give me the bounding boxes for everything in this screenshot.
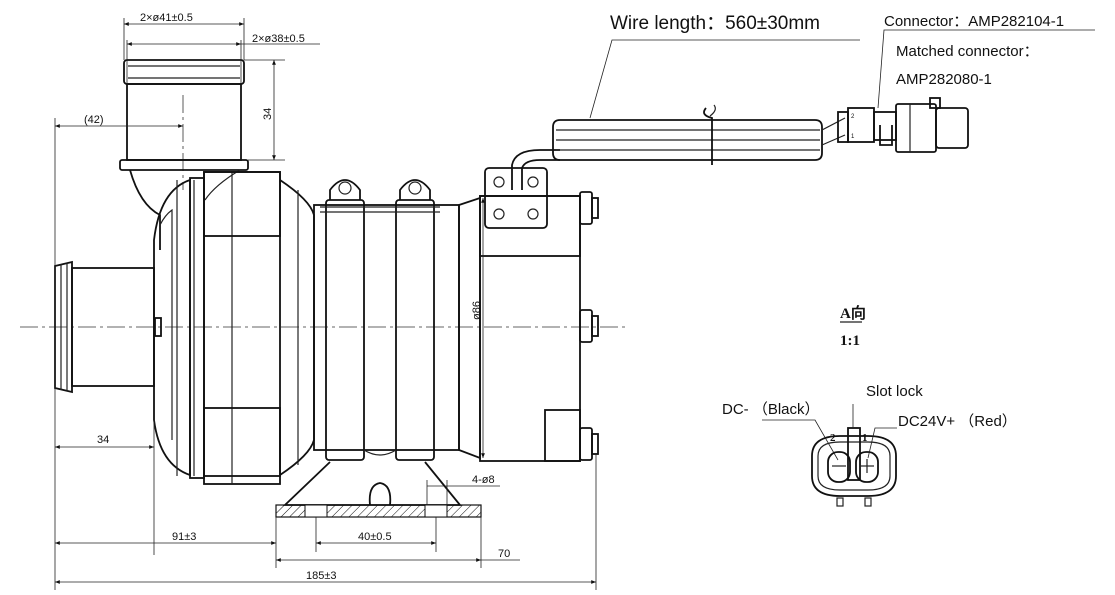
outlet-pipe	[119, 59, 249, 250]
matched-connector-part: AMP282080-1	[896, 71, 992, 88]
total-length-label: 185±3	[306, 570, 337, 582]
body-diameter-label: ø86	[471, 301, 483, 320]
svg-text:1: 1	[851, 134, 855, 140]
view-scale-label: 1:1	[840, 333, 860, 349]
pin-2-label: 2	[830, 432, 836, 444]
hole-spacing-label: 40±0.5	[358, 531, 392, 543]
matched-connector-label: Matched connector：	[896, 43, 1039, 60]
foot-70-label: 70	[498, 548, 510, 560]
mount-holes-label: 4-ø8	[472, 474, 495, 486]
pin-1-label: 1	[862, 432, 868, 444]
slot-lock-label: Slot lock	[866, 383, 923, 400]
dc-pos-label: DC24V+ （Red）	[898, 413, 1017, 430]
wire-harness	[552, 104, 846, 165]
wire-length-label: Wire length：560±30mm	[610, 13, 820, 34]
connector: 2 1	[837, 97, 969, 153]
dimension-lines	[54, 18, 597, 590]
view-direction-label: A向	[840, 304, 866, 322]
motor-body	[313, 179, 599, 462]
inlet-diameter-label: 2×ø41±0.5	[140, 12, 193, 24]
inlet-height-label: 34	[262, 108, 274, 120]
connector-label: Connector：AMP282104-1	[884, 13, 1064, 30]
width-91-label: 91±3	[172, 531, 196, 543]
mounting-foot	[275, 461, 482, 518]
cable-gland	[484, 149, 560, 229]
pin-view	[762, 404, 897, 507]
offset-42-label: (42)	[84, 114, 104, 126]
dc-neg-label: DC- （Black）	[722, 401, 820, 418]
outlet-height-label: 34	[97, 434, 109, 446]
pump-head	[153, 171, 315, 485]
outlet-diameter-label: 2×ø38±0.5	[252, 33, 305, 45]
leader-lines	[589, 29, 1095, 119]
svg-text:2: 2	[851, 114, 855, 120]
